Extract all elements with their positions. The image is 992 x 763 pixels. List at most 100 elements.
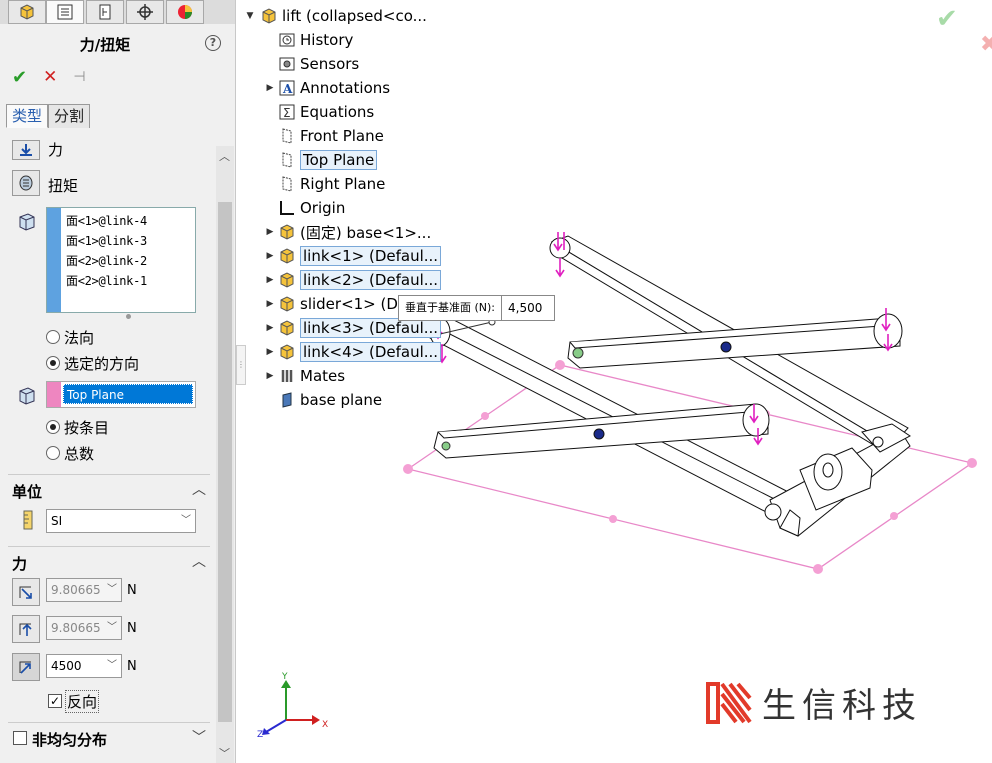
tree-item-top-plane[interactable]: Top Plane — [264, 149, 378, 171]
nonuniform-checkbox[interactable] — [13, 731, 27, 745]
force-x-input[interactable]: 9.80665 ﹀ — [46, 578, 122, 602]
force-y-direction-icon[interactable] — [12, 615, 40, 643]
property-manager-tab[interactable] — [46, 0, 84, 24]
force-option-button[interactable] — [12, 140, 40, 160]
nonuniform-section-header[interactable]: 非均匀分布 ﹀ — [8, 722, 210, 750]
reverse-checkbox[interactable]: ✓ — [48, 694, 62, 708]
ok-cancel-bar: ✔ ✕ ⊣ — [12, 66, 86, 88]
expand-triangle-icon[interactable]: ▶ — [266, 347, 274, 357]
feature-manager-tab[interactable] — [8, 0, 46, 24]
tree-root[interactable]: ▼ lift (collapsed<co... — [244, 5, 427, 27]
radio-normal-label: 法向 — [64, 329, 95, 347]
property-scrollbar[interactable]: ︿ ﹀ — [216, 146, 234, 763]
tree-item-label: link<2> (Defaul... — [300, 270, 442, 290]
force-z-direction-icon[interactable] — [12, 653, 40, 681]
tab-split[interactable]: 分割 — [48, 104, 91, 128]
part-icon — [278, 295, 296, 313]
force-y-input[interactable]: 9.80665 ﹀ — [46, 616, 122, 640]
expand-triangle-icon[interactable]: ▶ — [266, 275, 274, 285]
units-section-title: 单位 — [12, 483, 43, 501]
tree-item-front-plane[interactable]: Front Plane — [264, 125, 384, 147]
history-icon — [278, 31, 296, 49]
tree-item-mates[interactable]: ▶Mates — [264, 365, 346, 387]
tree-item-origin[interactable]: Origin — [264, 197, 345, 219]
tree-item-link-1[interactable]: ▶link<1> (Defaul... — [264, 245, 442, 267]
radio-selected-direction[interactable] — [46, 356, 60, 370]
list-item[interactable]: 面<1>@link-3 — [66, 234, 147, 248]
tree-item-label: Right Plane — [300, 175, 386, 193]
expand-chevron-icon[interactable]: ﹀ — [192, 730, 206, 746]
cancel-x-icon[interactable]: ✕ — [43, 67, 58, 87]
torque-option-button[interactable] — [12, 170, 40, 196]
radio-per-item[interactable] — [46, 420, 60, 434]
force-x-direction-icon[interactable] — [12, 578, 40, 606]
callout-value[interactable]: 4,500 — [508, 301, 543, 315]
expand-triangle-icon[interactable]: ▶ — [266, 371, 274, 381]
tree-item-slider-1[interactable]: ▶slider<1> (D — [264, 293, 398, 315]
list-resize-handle[interactable] — [126, 314, 131, 319]
collapse-triangle-icon[interactable]: ▼ — [246, 11, 254, 21]
expand-triangle-icon[interactable]: ▶ — [266, 323, 274, 333]
scroll-up-icon[interactable]: ︿ — [219, 150, 230, 163]
units-select[interactable]: SI ﹀ — [46, 509, 196, 533]
ruler-icon — [23, 510, 33, 530]
scroll-down-icon[interactable]: ﹀ — [219, 747, 230, 760]
tree-item-link-2[interactable]: ▶ link<2> (Defaul... — [264, 269, 442, 291]
list-item[interactable]: 面<2>@link-1 — [66, 274, 147, 288]
crosshair-icon — [137, 4, 153, 20]
tree-item-label: Front Plane — [300, 127, 384, 145]
configuration-manager-tab[interactable] — [86, 0, 124, 24]
confirm-corner-cancel-icon[interactable]: ✖ — [980, 32, 992, 57]
part-icon — [278, 223, 296, 241]
radio-total-label: 总数 — [64, 445, 95, 463]
dimxpert-manager-tab[interactable] — [126, 0, 164, 24]
tree-item-label: History — [300, 31, 354, 49]
tree-item-base[interactable]: ▶(固定) base<1>... — [264, 221, 432, 243]
chevron-down-icon: ﹀ — [107, 660, 117, 671]
selected-plane[interactable]: Top Plane — [63, 384, 193, 404]
tree-item-link-3[interactable]: ▶ link<3> (Defaul... — [264, 317, 442, 339]
units-section-header[interactable]: 单位 ︿ — [8, 474, 210, 502]
sensors-icon — [278, 55, 296, 73]
force-z-input[interactable]: 4500 ﹀ — [46, 654, 122, 678]
list-item[interactable]: 面<1>@link-4 — [66, 214, 147, 228]
expand-triangle-icon[interactable]: ▶ — [266, 299, 274, 309]
confirm-corner-ok-icon[interactable]: ✔ — [936, 4, 958, 34]
tree-item-history[interactable]: History — [264, 29, 353, 51]
collapse-chevron-icon[interactable]: ︿ — [192, 554, 206, 570]
ok-check-icon[interactable]: ✔ — [12, 66, 28, 88]
expand-triangle-icon[interactable]: ▶ — [266, 251, 274, 261]
tree-item-label: Annotations — [300, 79, 391, 97]
force-value-callout[interactable]: 垂直于基准面 (N): 4,500 — [398, 295, 556, 321]
radio-selected-direction-label: 选定的方向 — [64, 355, 140, 373]
tab-type[interactable]: 类型 — [6, 104, 49, 128]
expand-triangle-icon[interactable]: ▶ — [266, 227, 274, 237]
tree-item-link-4[interactable]: ▶link<4> (Defaul... — [264, 341, 442, 363]
help-icon[interactable]: ? — [205, 35, 221, 51]
force-section-header[interactable]: 力 ︿ — [8, 546, 210, 574]
collapse-chevron-icon[interactable]: ︿ — [192, 482, 206, 498]
panel-splitter-handle[interactable]: ⋮ — [236, 345, 246, 385]
direction-reference-field[interactable]: Top Plane — [46, 381, 196, 408]
radio-total[interactable] — [46, 446, 60, 460]
scroll-thumb[interactable] — [218, 202, 232, 722]
force-section-title: 力 — [12, 555, 28, 573]
expand-triangle-icon[interactable]: ▶ — [266, 83, 274, 93]
part-icon — [278, 343, 296, 361]
tree-item-sensors[interactable]: Sensors — [264, 53, 359, 75]
radio-normal[interactable] — [46, 330, 60, 344]
configuration-icon — [99, 4, 111, 20]
list-item[interactable]: 面<2>@link-2 — [66, 254, 147, 268]
display-manager-tab[interactable] — [166, 0, 204, 24]
part-icon — [278, 319, 296, 337]
tree-item-right-plane[interactable]: Right Plane — [264, 173, 385, 195]
faces-selection-list[interactable]: 面<1>@link-4 面<1>@link-3 面<2>@link-2 面<2>… — [46, 207, 196, 313]
pushpin-icon[interactable]: ⊣ — [73, 69, 86, 85]
assembly-icon — [20, 4, 34, 20]
page-title: 力/扭矩 — [79, 36, 131, 54]
tree-item-label: link<3> (Defaul... — [300, 318, 442, 338]
tree-item-base-plane[interactable]: base plane — [264, 389, 382, 411]
